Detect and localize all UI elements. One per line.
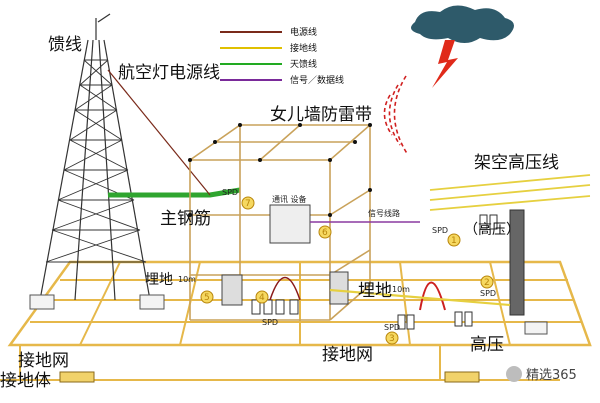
label-overhead-hv-line: 架空高压线 <box>474 153 559 173</box>
label-spd-c: SPD <box>384 323 400 332</box>
label-feeder: 馈线 <box>48 35 82 55</box>
label-signal-line: 信号线路 <box>368 208 400 218</box>
tower-icon <box>39 13 151 301</box>
label-dist-b: 10m <box>392 285 410 294</box>
power-line-yellow <box>329 288 511 307</box>
lightning-bolt-icon <box>432 40 458 88</box>
marker-1: 1 <box>451 236 457 246</box>
label-parapet-lightning-strip: 女儿墙防雷带 <box>270 105 372 125</box>
overhead-hv-lines <box>429 174 591 211</box>
wechat-icon <box>506 366 522 382</box>
label-dist-a: 10m <box>178 275 196 284</box>
legend-label-power: 电源线 <box>290 26 317 38</box>
marker-7: 7 <box>245 199 251 209</box>
ground-body-left <box>59 371 95 383</box>
marker-3: 3 <box>389 334 395 344</box>
spd-modules-inside <box>251 299 299 315</box>
label-buried-ground-left: 埋地 <box>145 272 173 288</box>
label-spd-b: SPD <box>480 289 496 298</box>
tower-foot-right <box>139 294 165 310</box>
comm-equipment-box <box>269 204 311 244</box>
legend: 电源线 接地线 天馈线 信号／数据线 <box>220 26 344 86</box>
label-comm-equipment: 通讯 设备 <box>272 194 307 204</box>
marker-4: 4 <box>259 293 265 303</box>
aviation-light-power-line <box>107 69 211 196</box>
label-spd-d: SPD <box>222 188 238 197</box>
legend-label-ground: 接地线 <box>290 42 317 54</box>
hv-pole <box>509 209 525 316</box>
spd-modules-outside <box>397 214 498 330</box>
hv-pole-base <box>524 321 548 335</box>
watermark-text: 精选365 <box>526 368 577 383</box>
marker-6: 6 <box>322 228 328 238</box>
label-aviation-light-power: 航空灯电源线 <box>118 63 220 83</box>
label-spd-e: SPD <box>262 318 278 327</box>
antenna-feeder-line <box>108 187 241 198</box>
radio-wave-icon <box>383 75 409 156</box>
legend-label-antenna: 天馈线 <box>290 58 317 70</box>
label-ground-grid-mid: 接地网 <box>322 345 373 365</box>
label-buried-ground-right: 埋地 <box>358 281 392 301</box>
power-arc-outside <box>419 281 446 311</box>
number-markers: 7 6 5 4 3 2 1 <box>200 196 494 345</box>
power-arc-inside <box>269 277 301 301</box>
marker-2: 2 <box>484 278 490 288</box>
label-hv-paren: （高压） <box>464 221 520 238</box>
label-ground-body: 接地体 <box>0 371 51 391</box>
power-cabinet-mid <box>329 271 349 305</box>
label-main-rebar: 主钢筋 <box>160 209 211 229</box>
watermark: 精选365 <box>506 366 577 383</box>
label-high-voltage: 高压 <box>470 335 504 355</box>
power-cabinet-left <box>221 274 243 306</box>
label-ground-grid-left: 接地网 <box>18 351 69 371</box>
frame-nodes <box>188 123 372 217</box>
tower-foot-left <box>29 294 55 310</box>
legend-label-signal: 信号／数据线 <box>290 74 344 86</box>
label-spd-a: SPD <box>432 226 448 235</box>
marker-5: 5 <box>204 293 210 303</box>
ground-body-right <box>444 371 480 383</box>
cloud-icon <box>411 5 514 44</box>
